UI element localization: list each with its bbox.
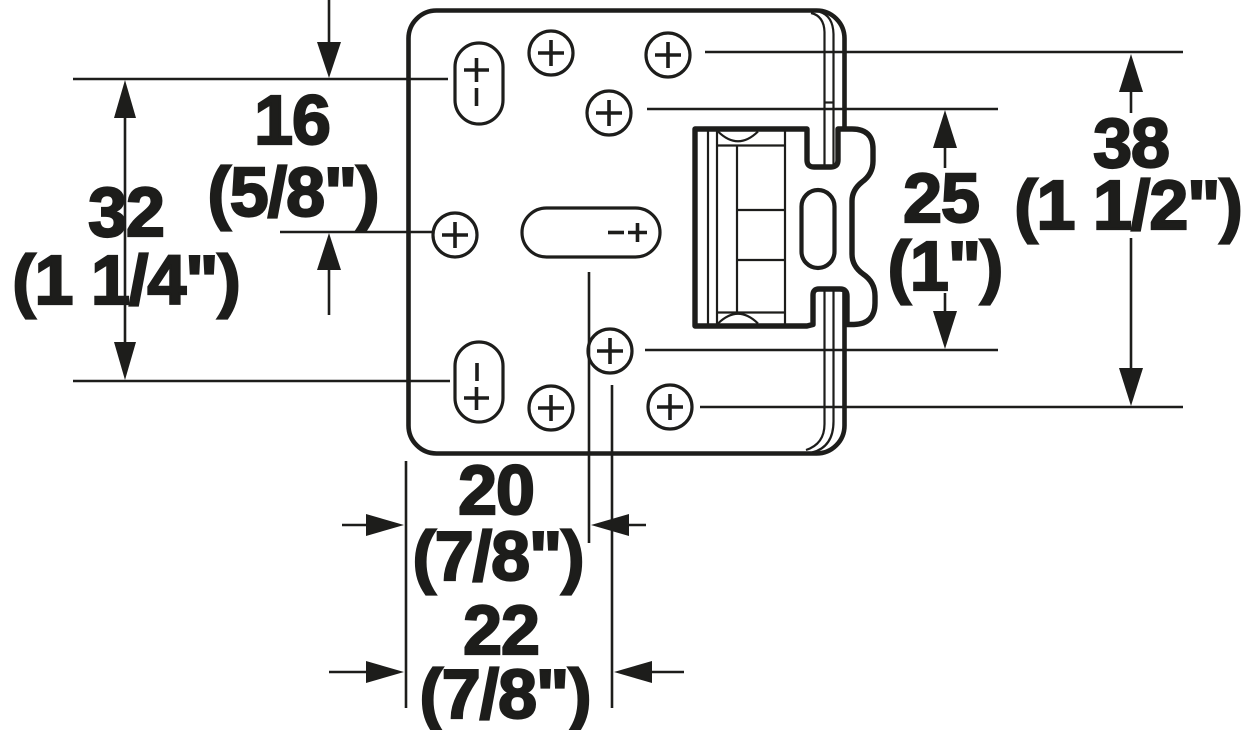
- arrow-right-22: [366, 661, 404, 683]
- roller-top-arc: [717, 130, 759, 143]
- vertical-slot-bottom: [453, 340, 505, 424]
- arrow-right-20: [366, 514, 404, 536]
- plus-mark: [464, 58, 489, 82]
- dim-label-20-imperial: (7/8"): [411, 517, 585, 595]
- plate-folded-flange-lines: [805, 10, 835, 454]
- plus-mark: [464, 387, 489, 410]
- plus-mark: [628, 223, 647, 242]
- screw-hole-cross-marks: [442, 40, 683, 421]
- arrow-down-38: [1119, 368, 1143, 406]
- roller-bottom-arc: [717, 312, 759, 325]
- arrow-up-32: [114, 80, 136, 118]
- dim-label-25-imperial: (1"): [887, 227, 1005, 305]
- dim-label-25-metric: 25: [902, 159, 981, 237]
- arrow-up-25: [933, 110, 957, 148]
- arrow-left-22: [614, 661, 652, 683]
- adjustment-slots: [453, 41, 662, 424]
- bracket-vertical-slot: [799, 187, 837, 271]
- slot-adjustment-marks: [464, 58, 647, 410]
- dim-label-16-metric: 16: [253, 81, 332, 159]
- dimension-arrowheads: [114, 42, 1143, 683]
- arrow-left-20: [591, 514, 629, 536]
- dim-label-32-metric: 32: [87, 173, 166, 251]
- roller-assembly: [706, 130, 787, 325]
- arrow-down-25: [933, 311, 957, 349]
- arrow-down-16-top: [317, 42, 341, 78]
- dim-label-32-imperial: (1 1/4"): [11, 241, 242, 319]
- dim-label-22-imperial: (7/8"): [418, 655, 592, 730]
- dim-label-38-metric: 38: [1092, 104, 1171, 182]
- horizontal-slot-center: [520, 206, 662, 259]
- arrow-down-32: [114, 342, 136, 380]
- arrow-up-16-bottom: [317, 233, 341, 270]
- dim-label-16-imperial: (5/8"): [206, 153, 380, 231]
- arrow-up-38: [1119, 54, 1143, 92]
- vertical-slot-top: [453, 41, 505, 126]
- dim-label-20-metric: 20: [457, 451, 536, 529]
- dim-label-38-imperial: (1 1/2"): [1013, 166, 1244, 244]
- dimension-lines: [73, 0, 1183, 708]
- dim-label-22-metric: 22: [462, 591, 541, 669]
- runner-bracket: [692, 126, 878, 329]
